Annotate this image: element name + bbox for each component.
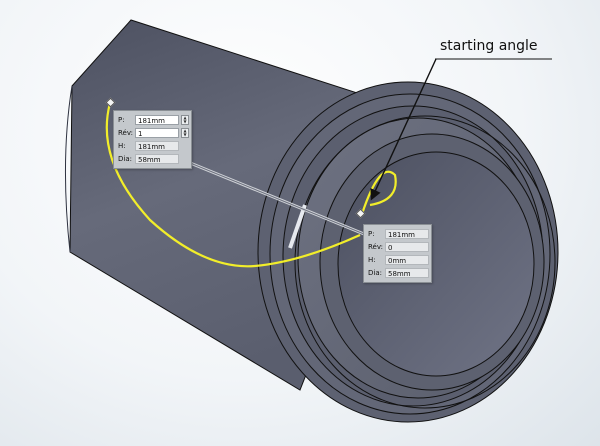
diameter-value: 58mm	[135, 154, 179, 164]
spin-up-icon[interactable]: ▲	[183, 128, 187, 133]
callout-rev-row: Rév: 0	[366, 241, 429, 253]
callout-diameter-row: Dia: 58mm	[116, 153, 189, 165]
flange-face[interactable]	[294, 115, 556, 409]
spin-up-icon[interactable]: ▲	[183, 115, 187, 120]
annotation-label: starting angle	[440, 38, 538, 54]
revolutions-spinner[interactable]: ▲ ▼	[181, 128, 189, 138]
revolutions-label: Rév:	[368, 243, 383, 251]
height-label: H:	[368, 256, 376, 264]
spin-down-icon[interactable]: ▼	[183, 119, 187, 124]
revolutions-input[interactable]: 1	[135, 128, 179, 138]
callout-pitch-row: P: 181mm ▲ ▼	[116, 114, 189, 126]
tube-back-cap	[64, 85, 73, 253]
flange-highlight	[288, 204, 307, 249]
height-value: 181mm	[135, 141, 179, 151]
height-value: 0mm	[385, 255, 429, 265]
callout-height-row: H: 0mm	[366, 254, 429, 266]
pitch-value: 181mm	[385, 229, 429, 239]
diameter-label: Dia:	[118, 155, 132, 163]
bore-inner[interactable]	[337, 151, 535, 377]
diameter-value: 58mm	[385, 268, 429, 278]
revolutions-label: Rév:	[118, 129, 133, 137]
pitch-label: P:	[118, 116, 125, 124]
callout-pitch-row: P: 181mm	[366, 228, 429, 240]
diameter-label: Dia:	[368, 269, 382, 277]
pitch-label: P:	[368, 230, 375, 238]
pitch-spinner[interactable]: ▲ ▼	[181, 115, 189, 125]
height-label: H:	[118, 142, 126, 150]
helix-callout-start[interactable]: P: 181mm ▲ ▼ Rév: 1 ▲ ▼ H: 181mm Dia: 58…	[113, 110, 192, 169]
helix-path[interactable]	[105, 102, 361, 268]
spin-down-icon[interactable]: ▼	[183, 132, 187, 137]
callout-rev-row: Rév: 1 ▲ ▼	[116, 127, 189, 139]
annotation-leader	[370, 58, 437, 201]
callout-height-row: H: 181mm	[116, 140, 189, 152]
pitch-input[interactable]: 181mm	[135, 115, 179, 125]
helix-axis-line-inner	[177, 157, 365, 235]
revolutions-value: 0	[385, 242, 429, 252]
helix-callout-end[interactable]: P: 181mm Rév: 0 H: 0mm Dia: 58mm	[363, 224, 432, 283]
callout-diameter-row: Dia: 58mm	[366, 267, 429, 279]
